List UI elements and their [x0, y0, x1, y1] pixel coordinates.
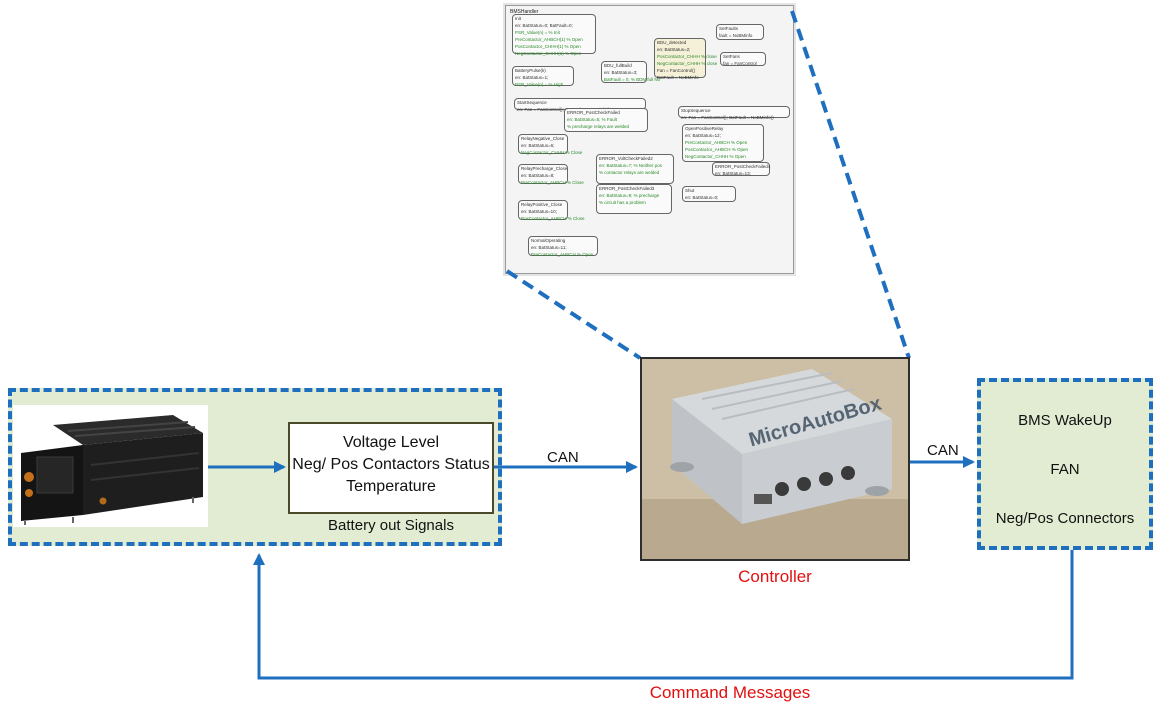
stateflow-state-action: fan = FanControl: [723, 61, 757, 66]
stateflow-state-label: RelayPositive_Close: [521, 202, 563, 207]
stateflow-state-label: StopSequence: [681, 108, 711, 113]
stateflow-state-action: NegContactor_CHHH(1) % Open: [515, 51, 582, 56]
stateflow-state-label: Shut: [685, 188, 695, 193]
battery-pack-image: [13, 405, 208, 527]
output-bms-wakeup: BMS WakeUp: [1018, 412, 1112, 429]
stateflow-state-action: % precharge relays are welded: [567, 124, 630, 129]
stateflow-state-action: PosContactor_AHBCH % Open: [685, 147, 749, 152]
stateflow-state-label: ERROR_PostCheckFailed4: [715, 164, 771, 169]
stateflow-state-action: en: BatStatus=9; % precharge: [599, 193, 660, 198]
stateflow-state: ERROR_PostCheckFailed en: BatStatus=5; % …: [564, 108, 648, 132]
stateflow-state-action: en: BatStatus=13;: [715, 171, 751, 176]
stateflow-state-action: PreContactor_AHBCH % Open: [531, 252, 594, 257]
stateflow-state-action: en: BatStatus=12;: [685, 133, 721, 138]
output-neg-pos-connectors: Neg/Pos Connectors: [995, 510, 1135, 527]
stateflow-state-label: ERROR_PostCheckFailed3: [599, 186, 655, 191]
stateflow-state: ERROR_VoltCheckFailed2 en: BatStatus=7; %…: [596, 154, 674, 184]
stateflow-caption: BMSHandler: [510, 9, 539, 15]
battery-signals-box: Voltage Level Neg/ Pos Contactors Status…: [288, 422, 494, 514]
stateflow-state: ERROR_PostCheckFailed3 en: BatStatus=9; %…: [596, 184, 672, 214]
stateflow-state-label: StartSequence: [517, 100, 547, 105]
outputs-block: [977, 378, 1153, 550]
arrow-feedback-loop: [253, 550, 1074, 680]
stateflow-state-label: BDU_detected: [657, 40, 687, 45]
stateflow-state-action: NegContactor_CHHH % Open: [685, 154, 746, 159]
command-messages-label: Command Messages: [649, 683, 811, 702]
stateflow-state: OpenPositiveRelay en: BatStatus=12; PreCon…: [682, 124, 764, 162]
stateflow-state-action: % circuit has a problem: [599, 200, 646, 205]
stateflow-state-label: OpenPositiveRelay: [685, 126, 724, 131]
signal-voltage-level: Voltage Level: [342, 434, 440, 451]
stateflow-state: Init en: BatStatus=0; BatFault=0; PSR_Valu…: [512, 14, 596, 56]
stateflow-state: StopSequence en: Fan = FanControl(); BatF…: [678, 106, 790, 120]
controller-caption: Controller: [738, 567, 812, 586]
stateflow-state-action: en: BatStatus=11;: [531, 245, 567, 250]
stateflow-state-action: en: BatStatus=0;: [685, 195, 719, 200]
stateflow-state-action: en: BatStatus=2;: [657, 47, 691, 52]
stateflow-state-action: PSR_Value(n) = % Init: [515, 30, 560, 35]
stateflow-state: ERROR_PostCheckFailed4 en: BatStatus=13;: [712, 162, 770, 176]
stateflow-state-action: en: Fan = FanControl(); BatFault = NoBMi…: [681, 115, 774, 120]
stateflow-state-label: SetFaults: [719, 26, 739, 31]
stateflow-state-label: ERROR_VoltCheckFailed2: [599, 156, 653, 161]
stateflow-state-label: RelayPrecharge_Close: [521, 166, 568, 171]
can-label-controller-outputs: CAN: [927, 442, 959, 459]
stateflow-state-label: BatteryPulse(k): [515, 68, 546, 73]
signal-temperature: Temperature: [346, 478, 436, 495]
stateflow-state: BatteryPulse(k) en: BatStatus=1; PSR_Value…: [512, 66, 574, 87]
stateflow-state-action: PreContactor_AHBCH % Open: [685, 140, 748, 145]
stateflow-state-action: BatFault = NoBMinfo: [657, 75, 699, 80]
stateflow-state: NormalOperating en: BatStatus=11; PreConta…: [528, 236, 598, 257]
stateflow-state-label: SetFans: [723, 54, 740, 59]
stateflow-state-action: en: BatStatus=7; % Neither pos: [599, 163, 662, 168]
stateflow-state-action: en: BatStatus=10;: [521, 209, 557, 214]
stateflow-state-action: en: BatStatus=5; % Fault: [567, 117, 617, 122]
stateflow-state-action: en: BatStatus=8;: [521, 173, 555, 178]
stateflow-state: SetFaults fault = NoBMinfo: [716, 24, 764, 40]
stateflow-state-action: PSR_Value(n) = % High: [515, 82, 564, 87]
stateflow-state-label: RelayNegative_Close: [521, 136, 565, 141]
controller-photo: MicroAutoBox: [640, 357, 910, 561]
can-label-battery-controller: CAN: [547, 449, 579, 466]
stateflow-state: Shut en: BatStatus=0;: [682, 186, 736, 202]
stateflow-state-label: ERROR_PostCheckFailed: [567, 110, 620, 115]
stateflow-state: SetFans fan = FanControl: [720, 52, 766, 66]
stateflow-state-label: NormalOperating: [531, 238, 566, 243]
stateflow-state-action: en: BatStatus=0; BatFault=0;: [515, 23, 573, 28]
stateflow-state-label: BDU_fullBuild: [604, 63, 632, 68]
zoom-line-left: [505, 269, 642, 360]
stateflow-state-action: en: BatStatus=6;: [521, 143, 555, 148]
zoom-line-right: [790, 10, 911, 359]
signal-contactors-status: Neg/ Pos Contactors Status: [292, 456, 490, 473]
stateflow-state-label: Init: [515, 16, 522, 21]
battery-signals-caption: Battery out Signals: [328, 517, 454, 534]
stateflow-chart-thumbnail: BMSHandler Init en: BatStatus=0; BatFault…: [505, 5, 794, 274]
stateflow-state-action: fault = NoBMinfo: [719, 33, 753, 38]
stateflow-state-action: en: BatStatus=1;: [515, 75, 549, 80]
stateflow-state-action: % contactor relays are welded: [599, 170, 660, 175]
stateflow-state-action: PosContactor_CHHH(1) % Open: [515, 44, 581, 49]
stateflow-state-action: Fan = FanControl(): [657, 68, 696, 73]
output-fan: FAN: [1050, 461, 1080, 478]
stateflow-state-action: en: BatStatus=3;: [604, 70, 638, 75]
stateflow-state-action: PreContactor_AHBCH(1) % Open: [515, 37, 583, 42]
